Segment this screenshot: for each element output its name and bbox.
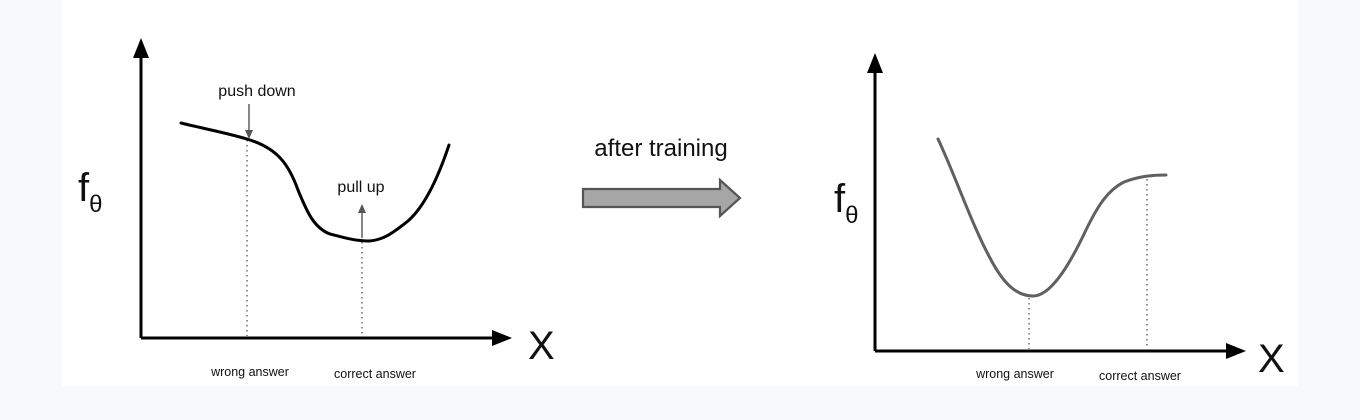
before-panel: push down pull up fθ X wrong answer corr… — [78, 38, 555, 381]
after-y-subscript: θ — [845, 202, 858, 229]
before-x-axis-arrowhead — [492, 330, 512, 346]
after-tick-wrong: wrong answer — [975, 367, 1054, 381]
after-y-label: fθ — [834, 177, 858, 229]
before-tick-correct: correct answer — [334, 367, 416, 381]
pull-up-arrowhead — [358, 204, 366, 213]
before-tick-wrong: wrong answer — [210, 365, 289, 379]
before-y-subscript: θ — [89, 191, 102, 218]
push-down-arrowhead — [245, 130, 253, 139]
pull-up-label: pull up — [337, 179, 384, 196]
transition: after training — [581, 135, 742, 219]
after-y-axis-arrowhead — [867, 53, 883, 73]
before-y-axis-arrowhead — [133, 38, 149, 58]
after-panel: fθ X wrong answer correct answer — [834, 53, 1285, 383]
before-y-label: fθ — [78, 166, 102, 218]
before-x-label: X — [528, 324, 555, 368]
after-x-label: X — [1258, 337, 1285, 381]
after-training-arrow — [581, 177, 742, 219]
after-energy-curve — [936, 137, 1168, 298]
before-energy-curve — [179, 121, 451, 243]
after-training-label: after training — [594, 135, 727, 162]
push-down-label: push down — [218, 83, 295, 100]
after-tick-correct: correct answer — [1099, 369, 1181, 383]
after-x-axis-arrowhead — [1226, 343, 1246, 359]
